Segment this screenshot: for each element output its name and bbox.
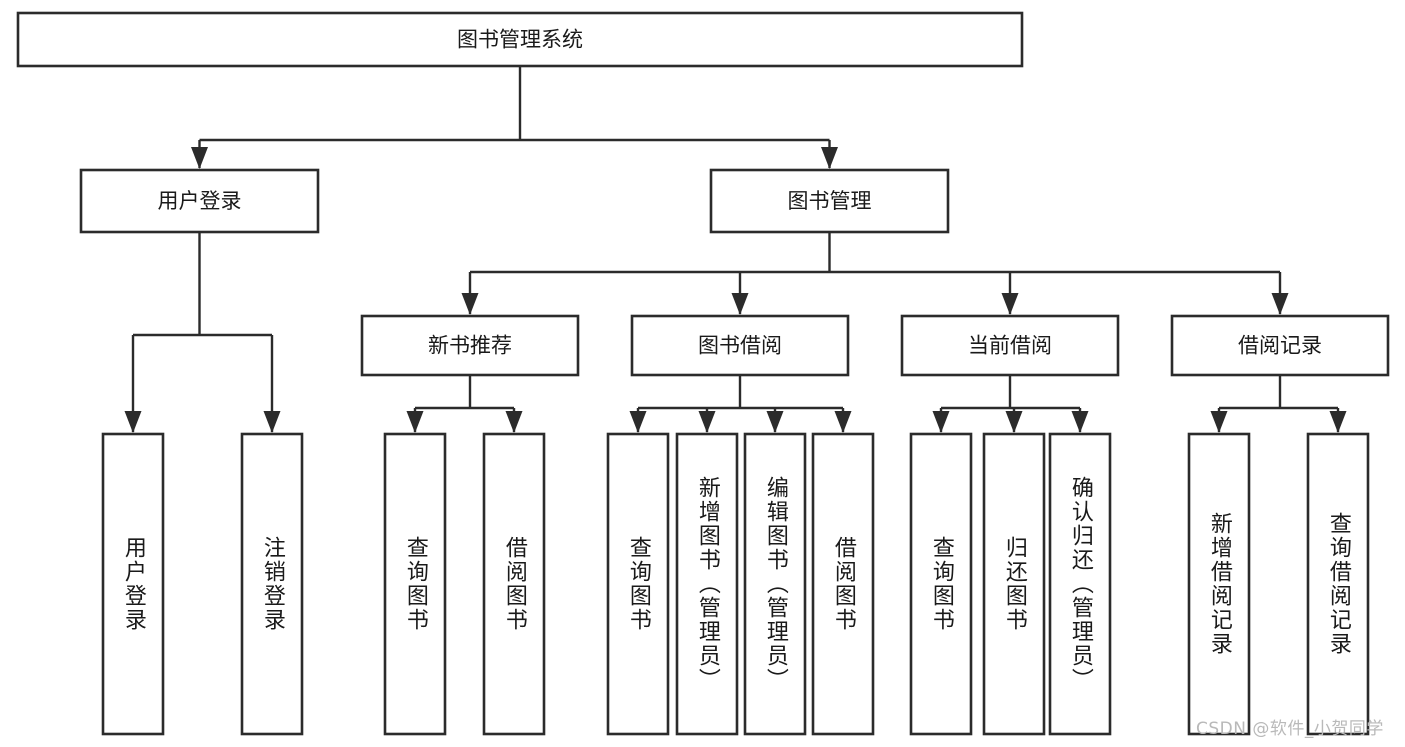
leaf-box-9[interactable] — [982, 432, 1046, 736]
arrow-head-icon — [505, 411, 523, 433]
node-box-root[interactable] — [16, 11, 1024, 68]
node-label-level3-3: 借阅记录 — [1238, 334, 1322, 358]
leaf-box-5[interactable] — [675, 432, 739, 736]
node-label-level3-1: 图书借阅 — [698, 334, 782, 358]
arrow-head-icon — [834, 411, 852, 433]
leaf-box-10[interactable] — [1048, 432, 1112, 736]
leaf-box-7[interactable] — [811, 432, 875, 736]
arrow-head-icon — [406, 411, 424, 433]
arrow-head-icon — [191, 147, 208, 169]
arrow-head-icon — [731, 293, 749, 315]
node-box-level2-1[interactable] — [709, 168, 950, 234]
leaf-box-4[interactable] — [606, 432, 670, 736]
arrow-head-icon — [1005, 411, 1023, 433]
arrow-head-icon — [461, 293, 479, 315]
node-label-level2-0: 用户登录 — [158, 189, 242, 213]
leaf-box-1[interactable] — [240, 432, 304, 736]
node-label-level2-1: 图书管理 — [788, 189, 872, 213]
node-label-level3-0: 新书推荐 — [428, 334, 512, 358]
leaf-box-0[interactable] — [101, 432, 165, 736]
arrow-head-icon — [263, 411, 281, 433]
arrow-head-icon — [766, 411, 784, 433]
leaf-box-11[interactable] — [1187, 432, 1251, 736]
csdn-watermark: CSDN @软件_小贺同学 — [1196, 719, 1384, 739]
arrow-head-icon — [1001, 293, 1019, 315]
arrow-head-icon — [1071, 411, 1089, 433]
node-box-level3-3[interactable] — [1170, 314, 1390, 377]
leaf-box-3[interactable] — [482, 432, 546, 736]
arrow-head-icon — [698, 411, 716, 433]
arrow-head-icon — [629, 411, 647, 433]
node-label-root: 图书管理系统 — [457, 28, 583, 52]
arrow-head-icon — [1210, 411, 1228, 433]
connector-layer — [124, 66, 1347, 433]
box-layer — [16, 11, 1390, 736]
arrow-head-icon — [932, 411, 950, 433]
leaf-box-8[interactable] — [909, 432, 973, 736]
arrow-head-icon — [1329, 411, 1347, 433]
leaf-box-6[interactable] — [743, 432, 807, 736]
node-label-level3-2: 当前借阅 — [968, 334, 1052, 358]
leaf-box-2[interactable] — [383, 432, 447, 736]
node-box-level3-1[interactable] — [630, 314, 850, 377]
arrow-head-icon — [124, 411, 142, 433]
node-box-level2-0[interactable] — [79, 168, 320, 234]
leaf-box-12[interactable] — [1306, 432, 1370, 736]
arrow-head-icon — [1271, 293, 1289, 315]
node-box-level3-0[interactable] — [360, 314, 580, 377]
arrow-head-icon — [821, 147, 838, 169]
node-box-level3-2[interactable] — [900, 314, 1120, 377]
